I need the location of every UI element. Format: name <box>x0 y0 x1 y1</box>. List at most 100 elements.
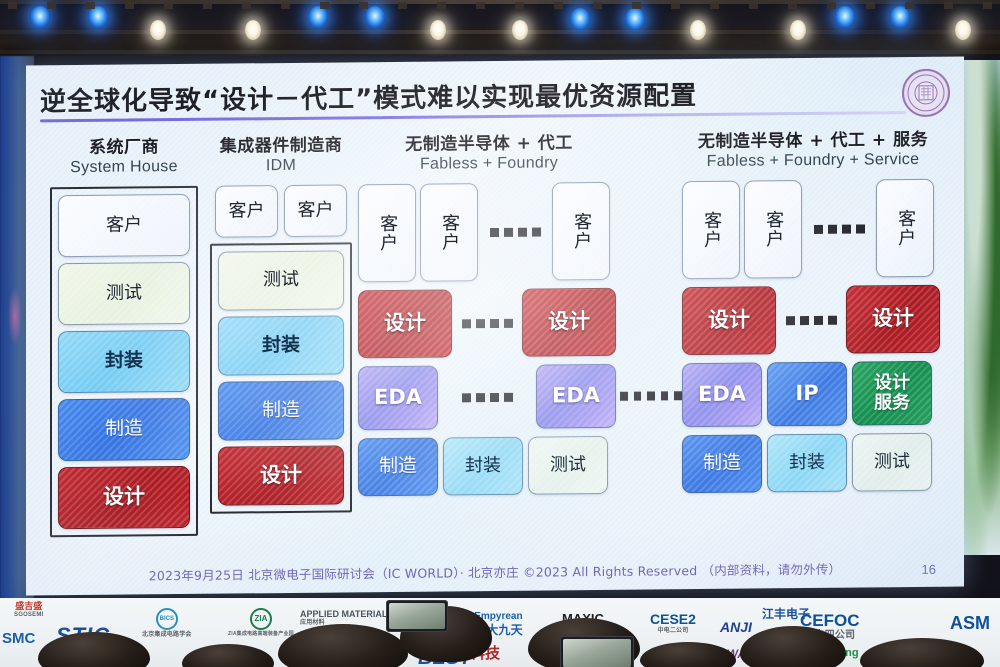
sponsor-logo-cese2: CESE2 中电二公司 <box>650 611 696 634</box>
ffs-service-row: EDA IP 设计服务 <box>682 360 944 428</box>
bics-emblem-icon: BICS <box>155 608 178 630</box>
box-customer: 客户 <box>215 185 278 238</box>
box-package: 封装 <box>767 433 847 493</box>
right-side-screen-foliage <box>963 60 1000 555</box>
box-customer: 客户 <box>552 181 610 281</box>
box-design: 设计 <box>846 284 940 354</box>
slide-page-number: 16 <box>921 561 936 577</box>
box-customer: 客户 <box>682 180 740 280</box>
sponsor-logo-asm: ASM <box>950 613 990 633</box>
box-customer: 客户 <box>358 183 416 283</box>
truss-fixture <box>8 2 17 9</box>
box-eda: EDA <box>682 362 762 428</box>
sponsor-logo-anji: ANJI <box>720 619 752 635</box>
box-manufacture: 制造 <box>58 397 190 462</box>
stage-light-blue <box>30 6 50 28</box>
box-manufacture: 制造 <box>682 434 762 494</box>
stage-light-white <box>790 20 806 40</box>
truss-fixture <box>281 2 290 9</box>
idm-stack: 测试 封装 制造 设计 <box>218 250 344 506</box>
truss-fixture <box>437 2 446 9</box>
audience-head <box>860 638 984 667</box>
stage-light-blue <box>365 6 385 28</box>
box-design: 设计 <box>522 287 616 357</box>
truss-fixture <box>983 2 992 9</box>
truss-fixture <box>320 2 329 9</box>
truss-fixture <box>827 2 836 9</box>
box-eda: EDA <box>536 363 616 429</box>
zia-emblem-icon: ZIA <box>249 608 272 630</box>
stage-light-white <box>690 20 706 40</box>
truss-fixture <box>866 2 875 9</box>
projected-slide: 逆全球化导致“设计－代工”模式难以实现最优资源配置 系统厂商 System Ho… <box>26 56 964 596</box>
truss-fixture <box>359 2 368 9</box>
university-seal-logo <box>902 68 950 118</box>
stage-light-blue <box>308 6 328 28</box>
eda-ellipsis-dashes <box>442 392 532 402</box>
box-design: 设计 <box>682 286 776 356</box>
customer-ellipsis-dashes <box>806 223 872 234</box>
ff-backend-row: 制造 封装 测试 <box>358 435 620 497</box>
stage-light-blue <box>625 8 645 30</box>
ffs-backend-row: 制造 封装 测试 <box>682 432 944 494</box>
diagram-columns: 系统厂商 System House 客户 测试 封装 制造 设计 集成器件制造商 <box>44 125 950 559</box>
sponsor-backdrop-wall: 盛吉盛 SGOSEMI SMC STIC BICS 北京集成电路学会 ZIA Z… <box>0 598 1000 667</box>
idm-frame: 测试 封装 制造 设计 <box>210 242 352 514</box>
sponsor-logo-sgosemi: 盛吉盛 SGOSEMI <box>14 601 44 619</box>
truss-fixture <box>86 2 95 9</box>
truss-fixture <box>242 2 251 9</box>
truss-fixture <box>515 2 524 9</box>
truss-fixture <box>47 2 56 9</box>
customer-ellipsis-dashes <box>482 227 548 237</box>
idm-customer-row: 客户 客户 <box>204 184 358 238</box>
sponsor-logo-applied-materials: APPLIED MATERIALS 应用材料 <box>300 609 394 627</box>
sponsor-logo-zia: ZIA ZIA集成电路高端装备产业园 <box>228 608 294 637</box>
box-customer: 客户 <box>876 178 934 278</box>
stage-light-white <box>955 20 971 40</box>
truss-fixture <box>632 2 641 9</box>
truss-fixture <box>788 2 797 9</box>
column-fabless-foundry-service: 无制造半导体 + 代工 + 服务 Fabless + Foundry + Ser… <box>682 125 944 494</box>
box-design: 设计 <box>58 465 190 530</box>
box-design: 设计 <box>358 289 452 359</box>
column-header-system-house: 系统厂商 System House <box>70 137 178 177</box>
system-house-frame: 客户 测试 封装 制造 设计 <box>50 185 198 538</box>
audience-head <box>640 642 736 667</box>
design-ellipsis-dashes <box>780 315 842 325</box>
stage-light-blue <box>890 6 910 28</box>
sponsor-logo-jiangfeng: 江丰电子 <box>762 607 811 621</box>
stage-light-white <box>430 20 446 40</box>
column-fabless-foundry: 无制造半导体 + 代工 Fabless + Foundry 客户 客户 客户 设… <box>358 128 620 497</box>
box-package: 封装 <box>443 436 523 496</box>
audience-head <box>182 644 274 667</box>
truss-fixture <box>164 2 173 9</box>
box-customer: 客户 <box>744 180 802 279</box>
box-manufacture: 制造 <box>218 380 344 441</box>
box-customer: 客户 <box>284 184 347 238</box>
box-test: 测试 <box>58 261 190 326</box>
box-package: 封装 <box>218 315 344 376</box>
truss-fixture <box>671 2 680 9</box>
audience-head <box>38 632 150 667</box>
box-customer: 客户 <box>420 183 478 282</box>
truss-fixture <box>944 2 953 9</box>
audience-head <box>740 626 846 667</box>
ff-customer-row: 客户 客户 客户 <box>358 181 620 283</box>
column-header-fabless-foundry-service: 无制造半导体 + 代工 + 服务 Fabless + Foundry + Ser… <box>697 129 929 170</box>
column-system-house: 系统厂商 System House 客户 测试 封装 制造 设计 <box>44 132 204 538</box>
column-header-idm: 集成器件制造商 IDM <box>219 135 343 175</box>
column-header-fabless-foundry: 无制造半导体 + 代工 Fabless + Foundry <box>405 133 573 173</box>
box-design-service: 设计服务 <box>852 360 932 426</box>
box-test: 测试 <box>528 435 608 495</box>
truss-fixture <box>710 2 719 9</box>
truss-fixture <box>476 2 485 9</box>
stage-light-blue <box>88 6 108 28</box>
box-eda: EDA <box>358 365 438 431</box>
stage-light-white <box>150 20 166 40</box>
box-ip: IP <box>767 361 847 427</box>
truss-fixture <box>905 2 914 9</box>
slide-footer-text: 2023年9月25日 北京微电子国际研讨会（IC WORLD）· 北京亦庄 ©2… <box>148 561 842 584</box>
stage-light-white <box>245 20 261 40</box>
truss-fixture <box>203 2 212 9</box>
stage-light-white <box>512 20 528 40</box>
